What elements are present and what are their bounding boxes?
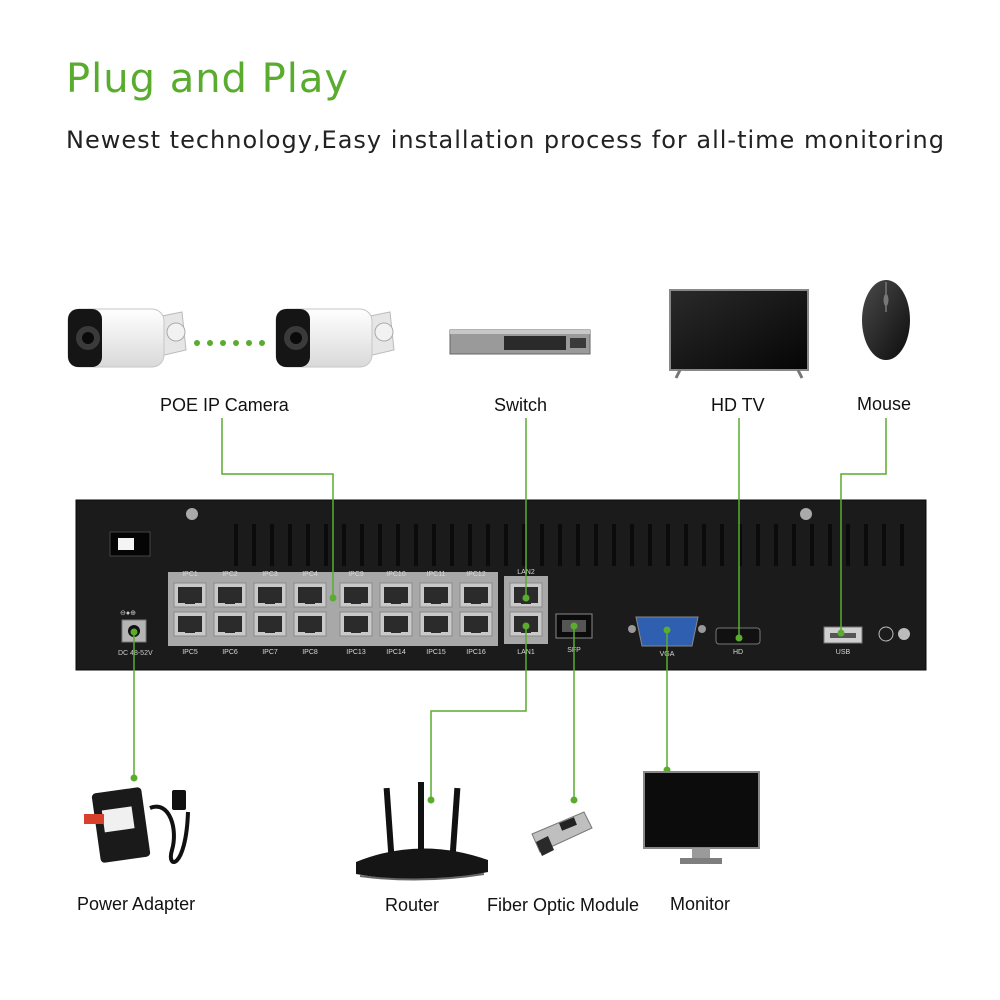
port-label-ipc2: IPC2 [222,571,238,578]
nvr-rear-panel: ⊖●⊕ DC 48-52V [75,499,927,671]
port-label-usb: USB [836,649,851,656]
port-label-ipc15: IPC15 [426,649,446,656]
port-label-hd: HD [733,649,743,656]
hd-tv-icon [669,289,809,379]
port-label-ipc13: IPC13 [346,649,366,656]
port-label-ipc12: IPC12 [466,571,486,578]
port-label-ipc8: IPC8 [302,649,318,656]
port-label-ipc11: IPC11 [427,571,446,578]
label-fiber-optic-module: Fiber Optic Module [487,895,640,915]
page-subtitle: Newest technology,Easy installation proc… [66,126,945,154]
port-label-ipc1: IPC1 [182,571,198,578]
port-label-ipc3: IPC3 [262,571,278,578]
label-hd-tv: HD TV [711,395,765,415]
port-label-ipc9: IPC9 [348,571,364,578]
monitor-icon [643,771,760,864]
label-power-adapter: Power Adapter [77,894,196,914]
label-poe-ip-camera: POE IP Camera [160,395,289,415]
camera-2-icon [275,308,395,368]
camera-1-icon [67,308,187,368]
port-label-ipc4: IPC4 [302,571,318,578]
label-mouse: Mouse [857,394,912,414]
port-label-ipc5: IPC5 [182,649,198,656]
port-label-ipc7: IPC7 [262,649,278,656]
svg-text:DC 48-52V: DC 48-52V [118,650,153,657]
label-monitor: Monitor [670,894,731,914]
router-icon [356,782,488,881]
port-label-ipc16: IPC16 [466,649,486,656]
page-title: Plug and Play [66,56,350,102]
label-switch: Switch [494,395,548,415]
power-adapter-icon [84,787,190,864]
fiber-module-icon [531,811,593,856]
port-label-ipc14: IPC14 [386,649,406,656]
mouse-icon [862,280,910,360]
switch-icon [449,329,591,355]
port-label-ipc6: IPC6 [222,649,238,656]
label-router: Router [385,895,440,915]
camera-link-dots [194,340,265,346]
svg-text:⊖●⊕: ⊖●⊕ [120,610,136,617]
port-label-ipc10: IPC10 [386,571,406,578]
connection-lines [133,418,887,800]
